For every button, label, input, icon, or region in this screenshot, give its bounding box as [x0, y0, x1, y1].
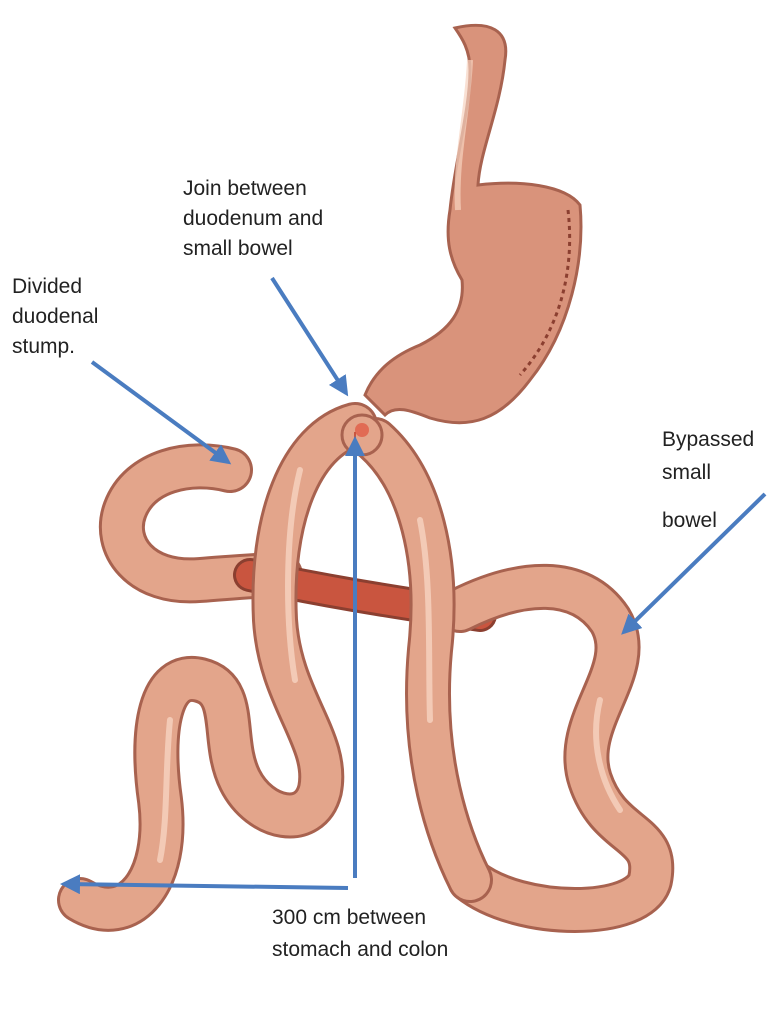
label-duodenal-stump: Divided duodenal stump. [12, 272, 98, 362]
label-line: Divided [12, 272, 98, 302]
label-line: Join between [183, 174, 323, 204]
small-bowel [80, 425, 651, 910]
label-line: duodenal [12, 302, 98, 332]
arrow-icon [92, 362, 228, 462]
label-bypassed-line-2: small [662, 458, 711, 488]
stomach [365, 25, 581, 422]
label-line: 300 cm between [272, 902, 448, 934]
label-line: duodenum and [183, 204, 323, 234]
label-join: Join between duodenum and small bowel [183, 174, 323, 264]
label-line: small bowel [183, 234, 323, 264]
label-line: stump. [12, 332, 98, 362]
label-bypassed-line-1: Bypassed [662, 425, 754, 455]
label-line: stomach and colon [272, 934, 448, 966]
label-bowel-length: 300 cm between stomach and colon [272, 902, 448, 966]
label-bypassed-line-3: bowel [662, 506, 717, 536]
arrow-icon [272, 278, 346, 393]
